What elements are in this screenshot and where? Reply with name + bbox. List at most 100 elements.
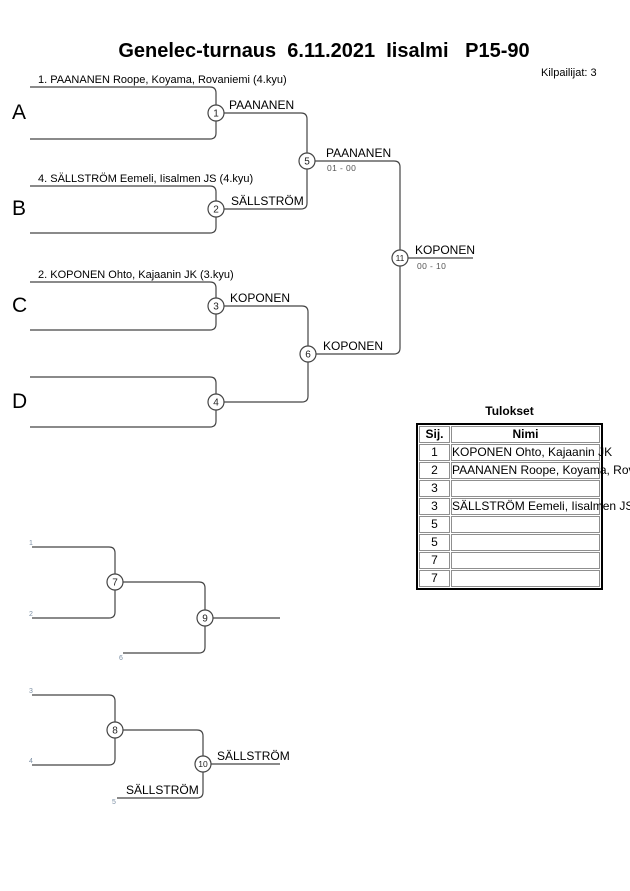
repechage-slot-5: 5 (112, 799, 116, 806)
results-header-row: Sij. Nimi (419, 426, 600, 443)
result-place: 1 (419, 444, 450, 461)
match-node-3: 3 (207, 297, 225, 315)
result-place: 7 (419, 552, 450, 569)
table-row: 5 (419, 534, 600, 551)
repechage-feeder-label: SÄLLSTRÖM (126, 783, 199, 797)
result-name (451, 552, 600, 569)
repechage-feeder-6 (123, 626, 206, 654)
result-name (451, 570, 600, 587)
winner-label-match6: KOPONEN (323, 339, 384, 353)
score-match5: 01 - 00 (327, 163, 357, 173)
bracket-line-a (30, 86, 217, 140)
result-name: KOPONEN Ohto, Kajaanin JK (451, 444, 613, 461)
seed-entry-a: 1. PAANANEN Roope, Koyama, Rovaniemi (4.… (38, 74, 287, 86)
match-circle-9 (196, 609, 214, 627)
winner-label-match2: SÄLLSTRÖM (231, 194, 304, 208)
match-circle-6 (299, 345, 317, 363)
table-row: 7 (419, 570, 600, 587)
pool-letter-c: C (12, 294, 28, 317)
match-number-5: 5 (304, 157, 310, 168)
results-header-name: Nimi (451, 426, 600, 443)
result-place: 3 (419, 498, 450, 515)
match-node-5: 5 (298, 152, 316, 170)
match-circle-3 (207, 297, 225, 315)
bracket-line-b (30, 185, 217, 234)
repechage-bracket-bottom (32, 694, 116, 766)
score-match11: 00 - 10 (417, 261, 447, 271)
result-name (451, 480, 600, 497)
results-panel: Tulokset Sij. Nimi 1 KOPONEN Ohto, Kajaa… (416, 404, 630, 590)
result-name (451, 516, 600, 533)
match-node-2: 2 (207, 200, 225, 218)
connector-match4-to-6 (224, 362, 309, 403)
page-title: Genelec-turnaus 6.11.2021 Iisalmi P15-90 (118, 40, 530, 62)
winner-label-match11: KOPONEN (415, 243, 476, 257)
match-number-1: 1 (213, 109, 219, 120)
connector-match1-to-5 (224, 112, 308, 153)
seed-entry-c: 2. KOPONEN Ohto, Kajaanin JK (3.kyu) (38, 269, 234, 281)
pool-letter-a: A (12, 101, 27, 124)
bracket-line-c (30, 281, 217, 331)
table-row: 5 (419, 516, 600, 533)
table-row: 3 SÄLLSTRÖM Eemeli, Iisalmen JS (419, 498, 630, 515)
result-name: PAANANEN Roope, Koyama, Rovaniemi (451, 462, 630, 479)
match-number-6: 6 (305, 350, 311, 361)
competitors-count: Kilpailijat: 3 (541, 67, 597, 79)
match-number-11: 11 (396, 253, 405, 263)
results-table: Sij. Nimi 1 KOPONEN Ohto, Kajaanin JK 2 … (416, 423, 630, 590)
winner-label-match10: SÄLLSTRÖM (217, 749, 290, 763)
result-place: 7 (419, 570, 450, 587)
connector-match8-to-10 (123, 729, 204, 756)
bracket-line-d (30, 376, 217, 428)
match-number-3: 3 (213, 302, 219, 313)
repechage-slot-6: 6 (119, 655, 123, 662)
match-node-4: 4 (207, 393, 225, 411)
results-header-place: Sij. (419, 426, 450, 443)
winner-label-match3: KOPONEN (230, 291, 291, 305)
match-node-6: 6 (299, 345, 317, 363)
match-number-9: 9 (202, 614, 208, 625)
match-number-2: 2 (213, 205, 219, 216)
match-circle-1 (207, 104, 225, 122)
repechage-slot-4: 4 (29, 758, 33, 765)
winner-label-match1: PAANANEN (229, 98, 295, 112)
match-circle-4 (207, 393, 225, 411)
results-title: Tulokset (485, 404, 534, 418)
result-place: 5 (419, 516, 450, 533)
table-row: 3 (419, 480, 600, 497)
result-place: 5 (419, 534, 450, 551)
pool-letter-d: D (12, 390, 28, 413)
connector-match5-to-11 (315, 160, 401, 250)
match-node-7: 7 (106, 573, 124, 591)
seed-entry-b: 4. SÄLLSTRÖM Eemeli, Iisalmen JS (4.kyu) (38, 173, 254, 185)
table-row: 7 (419, 552, 600, 569)
pool-letter-b: B (12, 197, 27, 220)
repechage-slot-3: 3 (29, 688, 33, 695)
result-place: 2 (419, 462, 450, 479)
match-circle-7 (106, 573, 124, 591)
match-circle-5 (298, 152, 316, 170)
match-node-9: 9 (196, 609, 214, 627)
match-node-11: 11 (391, 249, 409, 267)
match-node-1: 1 (207, 104, 225, 122)
match-number-4: 4 (213, 398, 219, 409)
table-row: 2 PAANANEN Roope, Koyama, Rovaniemi (419, 462, 630, 479)
match-node-10: 10 (194, 755, 212, 773)
connector-match3-to-6 (224, 305, 309, 346)
match-number-10: 10 (198, 759, 208, 769)
match-node-8: 8 (106, 721, 124, 739)
table-row: 1 KOPONEN Ohto, Kajaanin JK (419, 444, 613, 461)
repechage-slot-2: 2 (29, 611, 33, 618)
match-circle-2 (207, 200, 225, 218)
result-name: SÄLLSTRÖM Eemeli, Iisalmen JS (451, 498, 630, 515)
match-circle-11 (391, 249, 409, 267)
match-circle-10 (194, 755, 212, 773)
result-place: 3 (419, 480, 450, 497)
match-number-8: 8 (112, 726, 118, 737)
connector-match7-to-9 (123, 581, 206, 610)
result-name (451, 534, 600, 551)
repechage-slot-1: 1 (29, 540, 33, 547)
repechage-bracket-top (32, 546, 116, 619)
winner-label-match5: PAANANEN (326, 146, 392, 160)
